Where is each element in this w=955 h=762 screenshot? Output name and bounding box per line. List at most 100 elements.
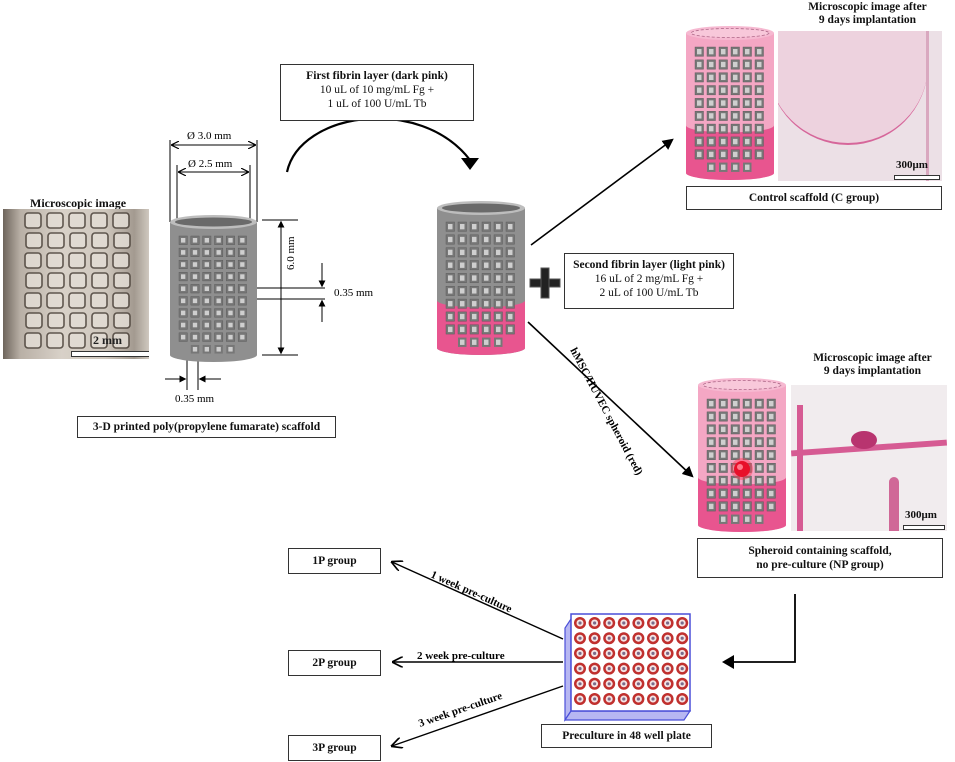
scaffold-scale-bar — [71, 351, 149, 357]
pore-inner — [508, 275, 513, 281]
pore-inner — [757, 503, 762, 510]
pore-inner — [757, 87, 762, 93]
pore-inner — [216, 322, 221, 328]
pore-inner — [733, 49, 738, 55]
pore-inner — [745, 87, 750, 93]
pore-inner — [204, 250, 209, 255]
scaffold-scale-label: 2 mm — [93, 333, 122, 347]
well-center — [578, 636, 582, 640]
well-center — [636, 636, 641, 640]
control-caption: Control scaffold (C group) — [686, 186, 942, 210]
well-center — [593, 682, 597, 686]
pore-inner — [484, 275, 489, 281]
np-tissue-fold — [889, 477, 899, 531]
pore-inner — [709, 87, 714, 93]
pore-inner — [496, 249, 501, 256]
photo-pore — [90, 252, 108, 269]
pore-inner — [697, 49, 702, 55]
photo-pore — [69, 312, 87, 329]
well-center — [607, 636, 611, 640]
pore-inner — [496, 224, 501, 230]
pore-inner — [181, 286, 186, 292]
pore-inner — [181, 310, 186, 316]
pore-inner — [769, 401, 774, 407]
pore-inner — [216, 310, 221, 316]
pore-inner — [228, 238, 233, 243]
second-fibrin-layer-box: Second fibrin layer (light pink) 16 uL o… — [564, 253, 734, 309]
well-center — [680, 621, 684, 625]
pore-inner — [757, 113, 762, 119]
pore-inner — [484, 224, 489, 230]
pore-inner — [709, 61, 714, 68]
pore-inner — [508, 301, 513, 307]
pore-inner — [240, 262, 245, 267]
pore-inner — [204, 274, 209, 279]
pore-inner — [709, 138, 714, 145]
pore-inner — [228, 286, 233, 292]
pore-inner — [721, 138, 726, 145]
np-tissue-left — [797, 405, 803, 531]
well-center — [666, 636, 670, 640]
pore-inner — [228, 250, 233, 255]
pore-inner — [709, 100, 714, 106]
np-scale-bar — [903, 525, 945, 530]
pore-inner — [721, 74, 726, 81]
dimension-inner-diameter — [176, 165, 251, 222]
well-center — [593, 697, 597, 701]
pore-inner — [745, 490, 750, 497]
pore-inner — [472, 262, 477, 268]
pore-inner — [460, 288, 465, 294]
first-layer-arrow-head — [461, 158, 479, 170]
pore-inner — [192, 310, 198, 316]
spheroid-highlight — [737, 464, 743, 470]
pore-inner — [216, 250, 221, 255]
photo-pore — [90, 332, 108, 349]
pore-inner — [733, 478, 738, 484]
pore-inner — [472, 275, 477, 281]
np-caption-line2: no pre-culture (NP group) — [756, 559, 884, 571]
pore-inner — [745, 452, 750, 458]
pore-inner — [496, 262, 501, 268]
first-layer-line1: 10 uL of 10 mg/mL Fg + — [319, 84, 435, 96]
pore-inner — [181, 238, 186, 243]
pore-inner — [757, 478, 762, 484]
photo-pore — [24, 292, 42, 309]
pore-inner — [181, 298, 186, 304]
pore-inner — [757, 61, 762, 68]
pore-inner — [709, 126, 714, 132]
pore-inner — [745, 503, 750, 510]
well-center — [636, 682, 641, 686]
group-3p-label: 3P group — [312, 742, 357, 754]
pore-inner — [757, 49, 762, 55]
pore-inner — [448, 249, 453, 256]
pore-inner — [448, 326, 453, 333]
pore-inner — [240, 274, 245, 279]
well-center — [666, 697, 670, 701]
pore-inner — [204, 322, 209, 328]
photo-pore — [24, 252, 42, 269]
pore-inner — [757, 138, 762, 145]
pore-inner — [448, 301, 453, 307]
pore-inner — [204, 310, 209, 316]
photo-pore — [69, 232, 87, 249]
photo-pore — [68, 332, 86, 349]
arrow-np-to-plate-head — [722, 655, 734, 669]
plate-caption-text: Preculture in 48 well plate — [562, 730, 691, 742]
pore-inner — [721, 490, 726, 497]
control-scaffold-cylinder — [686, 26, 774, 180]
pore-inner — [240, 298, 245, 304]
photo-pore — [91, 272, 109, 289]
pore-inner — [745, 164, 750, 170]
pore-inner — [697, 87, 702, 93]
pore-inner — [192, 274, 198, 279]
pore-inner — [745, 126, 750, 132]
control-scale-bar — [894, 175, 940, 180]
well-center — [593, 667, 597, 671]
photo-pore — [46, 252, 64, 269]
pore-inner — [216, 238, 221, 243]
pore-inner — [709, 151, 714, 158]
pore-inner — [204, 334, 209, 340]
pore-inner — [240, 334, 245, 340]
photo-pore — [112, 332, 130, 349]
pore-inner — [496, 288, 501, 294]
